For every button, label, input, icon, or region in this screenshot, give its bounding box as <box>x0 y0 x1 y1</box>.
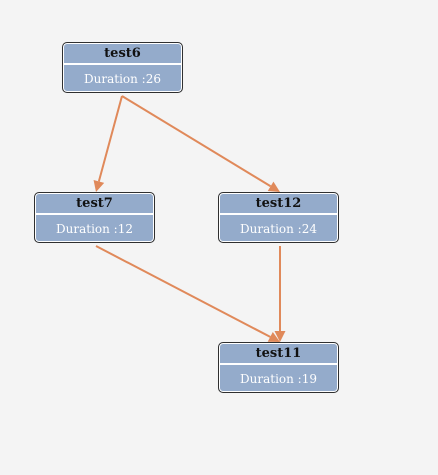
task-name: test6 <box>63 43 182 65</box>
edge-test6-to-test7 <box>97 95 123 182</box>
task-name: test7 <box>35 193 154 215</box>
edge-test7-to-test11 <box>95 245 271 338</box>
task-duration: Duration :24 <box>240 222 317 236</box>
task-node-test12[interactable]: test12 Duration :24 <box>218 192 339 243</box>
arrowhead-test6-to-test12 <box>267 181 280 192</box>
task-name: test12 <box>219 193 338 215</box>
arrowhead-test7-to-test11 <box>267 332 280 342</box>
task-node-test11[interactable]: test11 Duration :19 <box>218 342 339 393</box>
task-node-test6[interactable]: test6 Duration :26 <box>62 42 183 93</box>
task-duration: Duration :19 <box>240 372 317 386</box>
task-name: test11 <box>219 343 338 365</box>
task-duration: Duration :26 <box>84 72 161 86</box>
arrowhead-test6-to-test7 <box>93 179 105 192</box>
task-duration: Duration :12 <box>56 222 133 236</box>
arrowhead-test12-to-test11 <box>274 331 286 342</box>
edge-test6-to-test12 <box>121 95 272 188</box>
task-node-test7[interactable]: test7 Duration :12 <box>34 192 155 243</box>
